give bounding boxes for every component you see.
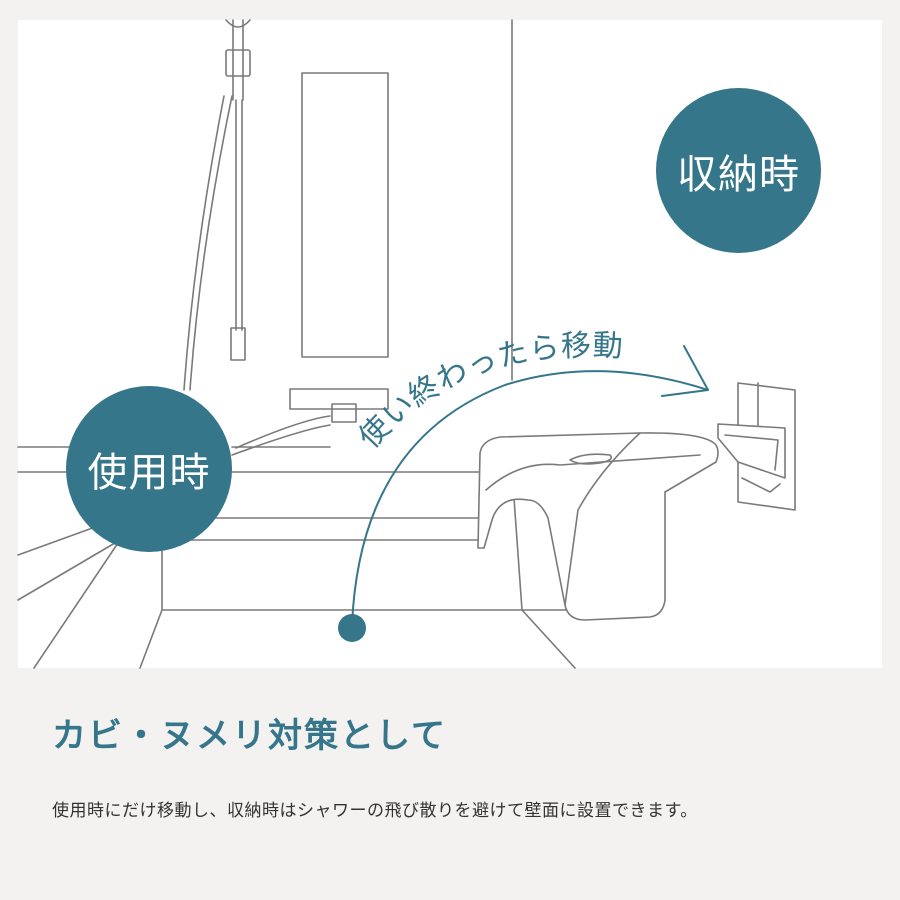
- badge-in-use: 使用時: [66, 386, 232, 552]
- wall-mirror: [301, 72, 389, 358]
- badge-storage-label: 収納時: [677, 151, 800, 198]
- shower-holder: [225, 49, 251, 77]
- shower-bar-bottom: [230, 327, 246, 361]
- section-heading: カビ・ヌメリ対策として: [52, 716, 447, 756]
- bath-stool: [477, 432, 719, 621]
- move-arrow: [351, 370, 709, 626]
- arrow-start-dot: [338, 614, 366, 642]
- badge-in-use-label: 使用時: [87, 450, 211, 496]
- faucet: [289, 388, 389, 410]
- section-description: 使用時にだけ移動し、収納時はシャワーの飛び散りを避けて壁面に設置できます。: [52, 801, 698, 821]
- badge-storage: 収納時: [656, 88, 821, 253]
